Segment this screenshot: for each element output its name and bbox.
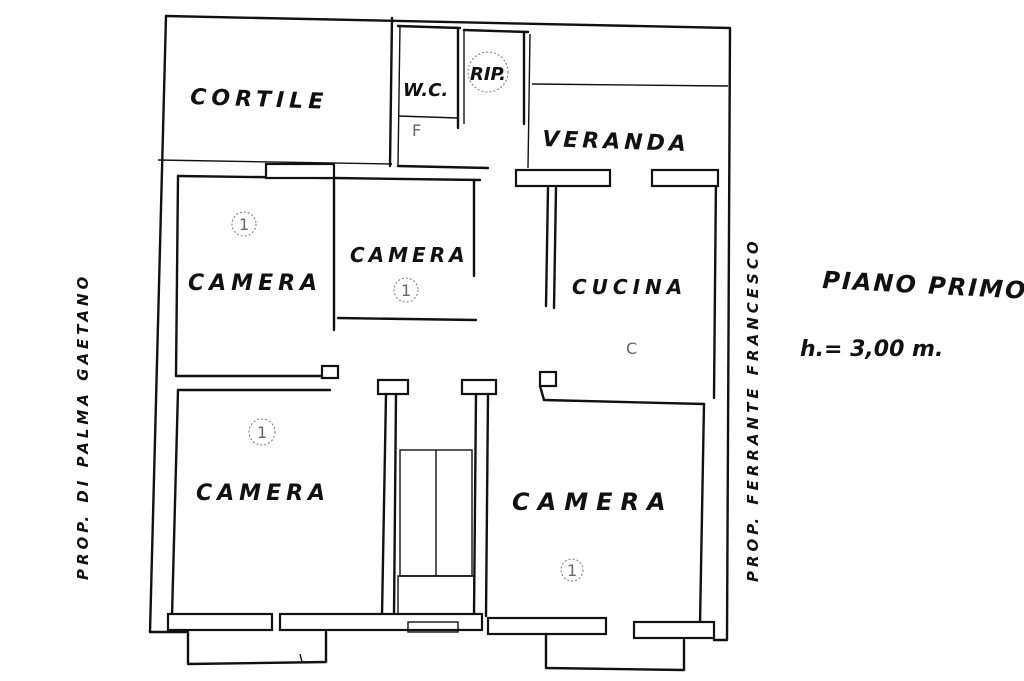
staircase xyxy=(397,449,475,615)
room-label-camera-bottom-right: CAMERA xyxy=(512,488,674,516)
pillars xyxy=(264,162,720,396)
neighbor-label-left: PROP. DI PALMA GAETANO xyxy=(74,273,92,580)
neighbor-label-right: PROP. FERRANTE FRANCESCO xyxy=(744,237,762,582)
bottom-walls-and-balconies xyxy=(166,612,716,672)
room-mark-camera-top-left: 1 xyxy=(239,215,249,234)
room-label-camera-center: CAMERA xyxy=(350,243,469,267)
room-mark-cucina: C xyxy=(626,339,637,358)
plan-title: PIANO PRIMO xyxy=(822,266,1024,305)
room-label-camera-bottom-left: CAMERA xyxy=(196,481,330,506)
room-label-cucina: CUCINA xyxy=(572,275,687,299)
height-note: h.= 3,00 m. xyxy=(800,337,943,362)
room-mark-camera-bottom-left: 1 xyxy=(257,423,267,442)
outer-walls xyxy=(148,14,732,642)
room-label-veranda: VERANDA xyxy=(542,127,691,157)
room-mark-wc: F xyxy=(412,121,421,140)
room-marks: F 1 1 C 1 1 xyxy=(231,51,637,582)
room-label-cortile: CORTILE xyxy=(190,85,329,115)
room-mark-camera-bottom-right: 1 xyxy=(567,561,577,580)
room-mark-camera-center: 1 xyxy=(401,281,411,300)
room-label-wc: W.C. xyxy=(403,80,448,101)
service-block-walls xyxy=(388,16,729,170)
room-label-rip: RIP. xyxy=(470,64,506,85)
room-label-camera-top-left: CAMERA xyxy=(188,271,322,296)
